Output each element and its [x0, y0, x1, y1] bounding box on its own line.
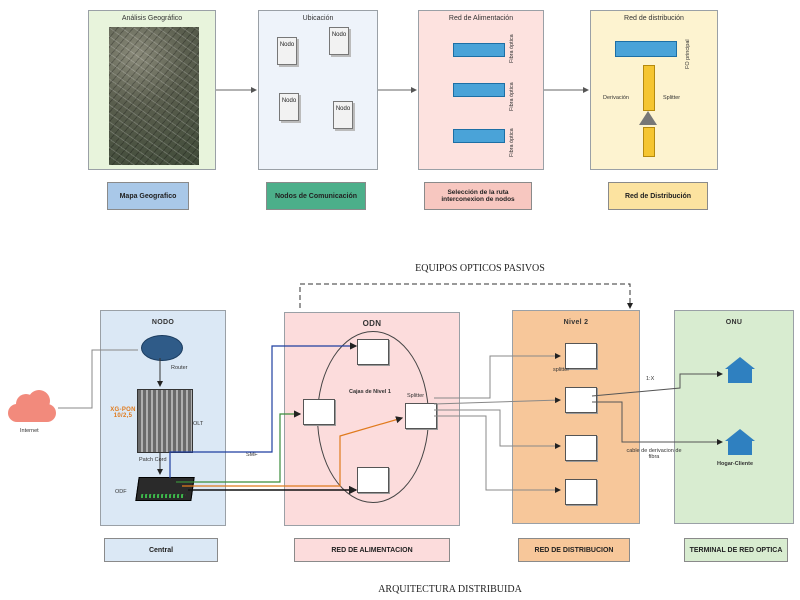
- caption-arquitectura: ARQUITECTURA DISTRIBUIDA: [378, 584, 522, 595]
- label-mapa-geografico: Mapa Geografico: [107, 182, 189, 210]
- derivacion-label: Derivación: [603, 95, 629, 101]
- odf-label: ODF: [115, 489, 127, 495]
- router-label: Router: [171, 365, 188, 371]
- label-terminal-red-optica: TERMINAL DE RED OPTICA: [684, 538, 788, 562]
- splitter-label: Splitter: [663, 95, 681, 101]
- patch-cord-label: Patch Cord: [139, 457, 167, 463]
- onu-title: ONU: [725, 319, 743, 326]
- cable-derivacion-label: cable de derivacion de fibra: [626, 448, 682, 460]
- olt-label: OLT: [193, 421, 204, 427]
- node-icon: Nodo: [333, 101, 353, 129]
- panel-title: Ubicación: [302, 15, 334, 22]
- splitter-n2-label: splitter: [553, 367, 570, 373]
- panel-analisis-geografico: Análisis Geográfico: [88, 10, 216, 170]
- panel-ubicacion: Ubicación Nodo Nodo Nodo Nodo: [258, 10, 378, 170]
- label-nodos-comunicacion: Nodos de Comunicación: [266, 182, 366, 210]
- panel-onu: ONU Hogar-Cliente: [674, 310, 794, 524]
- ratio-label: 1:X: [646, 376, 655, 382]
- node-icon: Nodo: [279, 93, 299, 121]
- olt-chassis-icon: [137, 389, 193, 453]
- panel-red-alimentacion: Red de Alimentación Fibra óptica Fibra ó…: [418, 10, 544, 170]
- label-red-alimentacion: RED DE ALIMENTACION: [294, 538, 450, 562]
- router-icon: [141, 335, 183, 361]
- nivel2-title: Nivel 2: [563, 319, 589, 326]
- xgpon-label: XG-PON 10/2,5: [110, 407, 136, 419]
- caption-equipos-opticos: EQUIPOS OPTICOS PASIVOS: [415, 263, 545, 274]
- splitter-vertical-icon: [643, 65, 655, 111]
- house-icon: [725, 429, 755, 455]
- cajas-nivel1-bottom-icon: [357, 467, 389, 493]
- fiber-cassette-icon: [453, 83, 505, 97]
- label-red-distribucion: Red de Distribución: [608, 182, 708, 210]
- odn-title: ODN: [362, 319, 382, 328]
- node-icon: Nodo: [329, 27, 349, 55]
- smf-label: SMF: [246, 452, 258, 458]
- fiber-cassette-icon: [453, 43, 505, 57]
- panel-title: Análisis Geográfico: [121, 15, 183, 22]
- panel-red-distribucion: Red de distribución FO principal Derivac…: [590, 10, 718, 170]
- fiber-cassette-icon: [615, 41, 677, 57]
- internet-cloud-icon: [4, 390, 60, 426]
- panel-nivel2: Nivel 2 splitter: [512, 310, 640, 524]
- cajas-nivel1-label: Cajas de Nivel 1: [349, 389, 391, 395]
- triangle-splitter-icon: [639, 111, 657, 125]
- fiber-cassette-icon: [453, 129, 505, 143]
- splitter-n2-icon: [565, 435, 597, 461]
- nodo-title: NODO: [151, 319, 175, 326]
- label-red-distribucion-bottom: RED DE DISTRIBUCION: [518, 538, 630, 562]
- label-central: Central: [104, 538, 218, 562]
- splitter-n2-icon: [565, 479, 597, 505]
- cajas-nivel1-left-icon: [303, 399, 335, 425]
- splitter-label: Splitter: [407, 393, 425, 399]
- cajas-nivel1-top-icon: [357, 339, 389, 365]
- splitter-right-icon: [405, 403, 437, 429]
- satellite-map-image: [109, 27, 199, 165]
- house-icon: [725, 357, 755, 383]
- splitter-n2-icon: [565, 387, 597, 413]
- panel-title: Red de Alimentación: [448, 15, 514, 22]
- internet-label: Internet: [20, 428, 39, 434]
- splitter-n2-icon: [565, 343, 597, 369]
- node-icon: Nodo: [277, 37, 297, 65]
- label-seleccion-ruta: Selección de la ruta interconexion de no…: [424, 182, 532, 210]
- splitter-vertical-icon: [643, 127, 655, 157]
- hogar-cliente-label: Hogar-Cliente: [717, 461, 754, 467]
- panel-title: Red de distribución: [624, 15, 684, 22]
